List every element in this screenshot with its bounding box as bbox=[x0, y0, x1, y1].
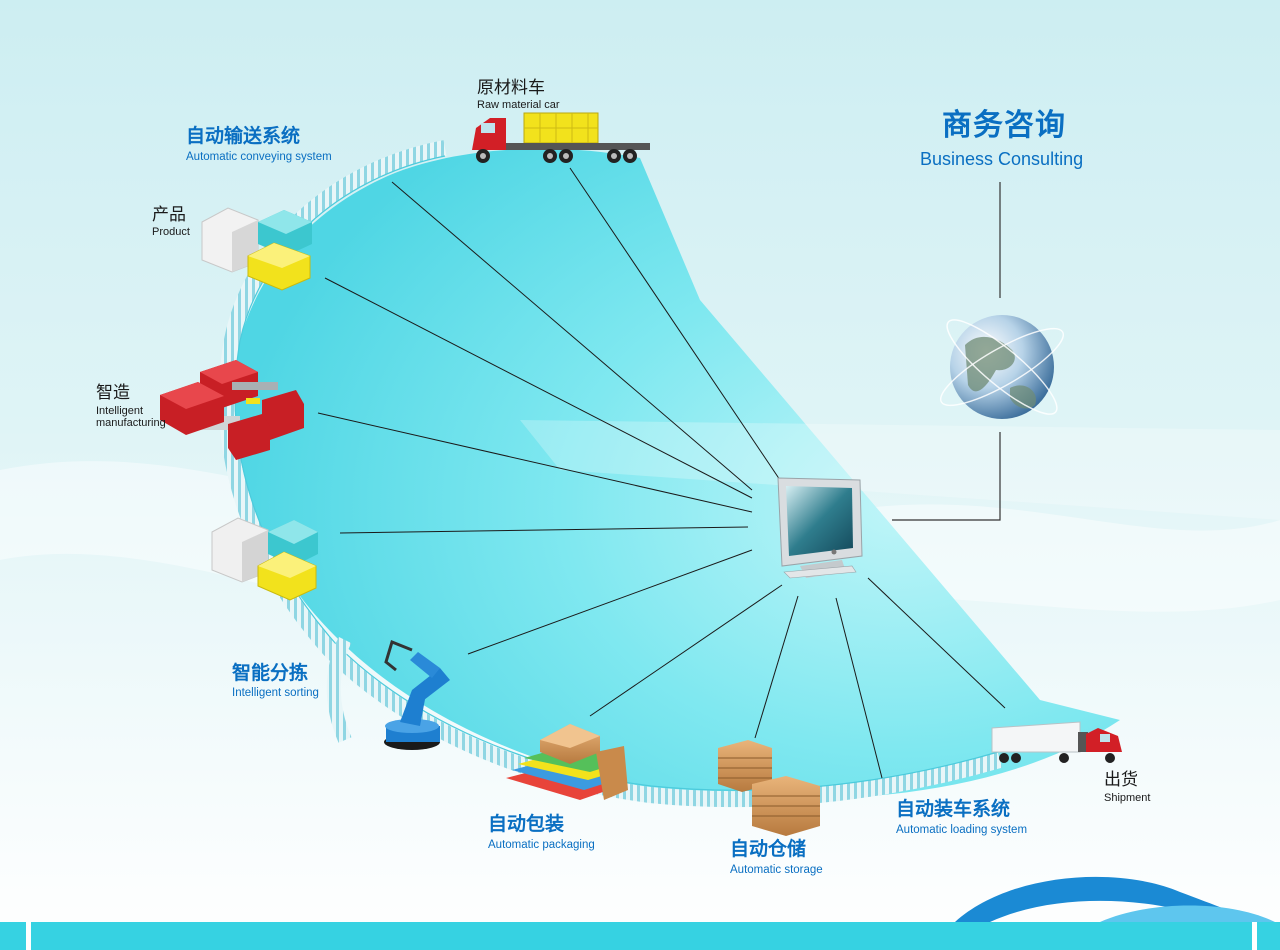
manufacturing-label-en-2: manufacturing bbox=[96, 417, 166, 429]
line-product-2 bbox=[339, 526, 749, 534]
robot-arm-icon bbox=[384, 639, 450, 750]
line-loading bbox=[835, 597, 883, 779]
line-storage bbox=[754, 595, 799, 739]
storage-label-en: Automatic storage bbox=[730, 864, 823, 876]
computer-monitor-icon bbox=[777, 477, 863, 579]
footer-stripe-right bbox=[1252, 922, 1257, 950]
storage-label-zh: 自动仓储 bbox=[730, 838, 807, 860]
line-shipment bbox=[867, 577, 1006, 709]
sorting-label-en: Intelligent sorting bbox=[232, 687, 319, 699]
manufacturing-label-en-1: Intelligent bbox=[96, 405, 144, 417]
product-label-en: Product bbox=[152, 226, 190, 238]
conveying-label-zh: 自动输送系统 bbox=[186, 125, 301, 147]
sorting-branch-belt bbox=[326, 636, 352, 743]
product-boxes-icon bbox=[201, 207, 312, 291]
manufacturing-label-zh: 智造 bbox=[96, 383, 130, 403]
line-raw-material bbox=[569, 167, 781, 481]
sorting-label-zh: 智能分拣 bbox=[232, 662, 309, 684]
raw-material-label-en: Raw material car bbox=[477, 99, 560, 111]
line-sorting bbox=[467, 549, 753, 655]
line-conveying bbox=[391, 181, 753, 491]
bottom-wave-decoration bbox=[955, 876, 1260, 922]
footer-stripe-left bbox=[26, 922, 31, 950]
network-disc bbox=[230, 148, 1120, 799]
footer-band bbox=[0, 922, 1280, 950]
loading-label-en: Automatic loading system bbox=[896, 824, 1028, 836]
computer-connector bbox=[892, 432, 1001, 521]
line-packaging bbox=[589, 584, 783, 717]
disc-light-band bbox=[520, 420, 1280, 520]
line-manufacturing bbox=[317, 412, 753, 513]
product-boxes-icon-2 bbox=[211, 517, 318, 601]
business-consulting-title-zh: 商务咨询 bbox=[942, 108, 1066, 143]
packaging-label-en: Automatic packaging bbox=[488, 839, 595, 851]
shipment-label-zh: 出货 bbox=[1104, 770, 1138, 790]
storage-pallets-icon bbox=[718, 740, 820, 836]
packaging-icon bbox=[506, 724, 628, 800]
raw-material-truck-icon bbox=[472, 112, 650, 163]
bottom-wave-decoration-2 bbox=[1100, 905, 1275, 922]
product-label-zh: 产品 bbox=[152, 205, 186, 225]
manufacturing-machines-icon bbox=[160, 360, 304, 460]
business-consulting-title-en: Business Consulting bbox=[920, 149, 1084, 169]
conveying-label-en: Automatic conveying system bbox=[186, 151, 332, 163]
loading-label-zh: 自动装车系统 bbox=[896, 798, 1011, 820]
globe-icon bbox=[940, 315, 1064, 419]
shipment-truck-icon bbox=[991, 721, 1122, 763]
line-product bbox=[324, 277, 753, 499]
shipment-label-en: Shipment bbox=[1104, 792, 1151, 804]
packaging-label-zh: 自动包装 bbox=[488, 813, 565, 835]
raw-material-label-zh: 原材料车 bbox=[477, 78, 545, 98]
connection-lines bbox=[317, 167, 1006, 779]
